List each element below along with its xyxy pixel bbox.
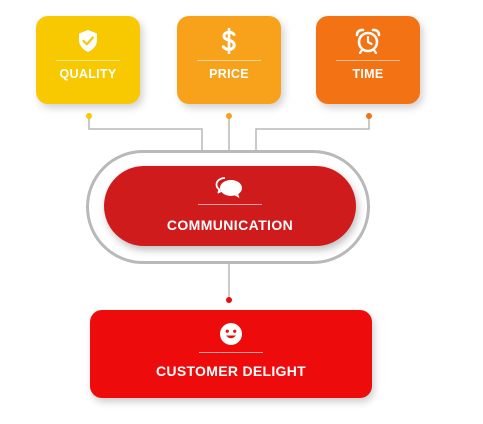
price-card: PRICE	[177, 16, 281, 104]
customer-delight-label: CUSTOMER DELIGHT	[156, 363, 306, 379]
connector-dot-time-top	[366, 113, 372, 119]
quality-card: QUALITY	[36, 16, 140, 104]
chat-bubbles-icon	[215, 176, 245, 200]
smiley-face-icon	[219, 322, 243, 346]
connector-quality	[88, 116, 203, 152]
dollar-sign-icon	[219, 28, 239, 54]
price-label: PRICE	[209, 67, 249, 81]
customer-delight-card: CUSTOMER DELIGHT	[90, 310, 372, 398]
communication-label: COMMUNICATION	[166, 217, 294, 233]
connector-dot-quality-top	[86, 113, 92, 119]
communication-divider	[198, 204, 262, 205]
quality-divider	[56, 60, 120, 61]
connector-time	[255, 116, 370, 152]
connector-dot-price-top	[226, 113, 232, 119]
alarm-clock-icon	[354, 28, 382, 54]
time-label: TIME	[352, 67, 384, 81]
time-divider	[336, 60, 400, 61]
shield-check-icon	[77, 28, 99, 54]
communication-card: COMMUNICATION	[104, 166, 356, 246]
connector-dot-delight-bottom	[226, 297, 232, 303]
quality-label: QUALITY	[59, 67, 117, 81]
price-divider	[197, 60, 261, 61]
time-card: TIME	[316, 16, 420, 104]
customer-delight-divider	[199, 352, 263, 353]
